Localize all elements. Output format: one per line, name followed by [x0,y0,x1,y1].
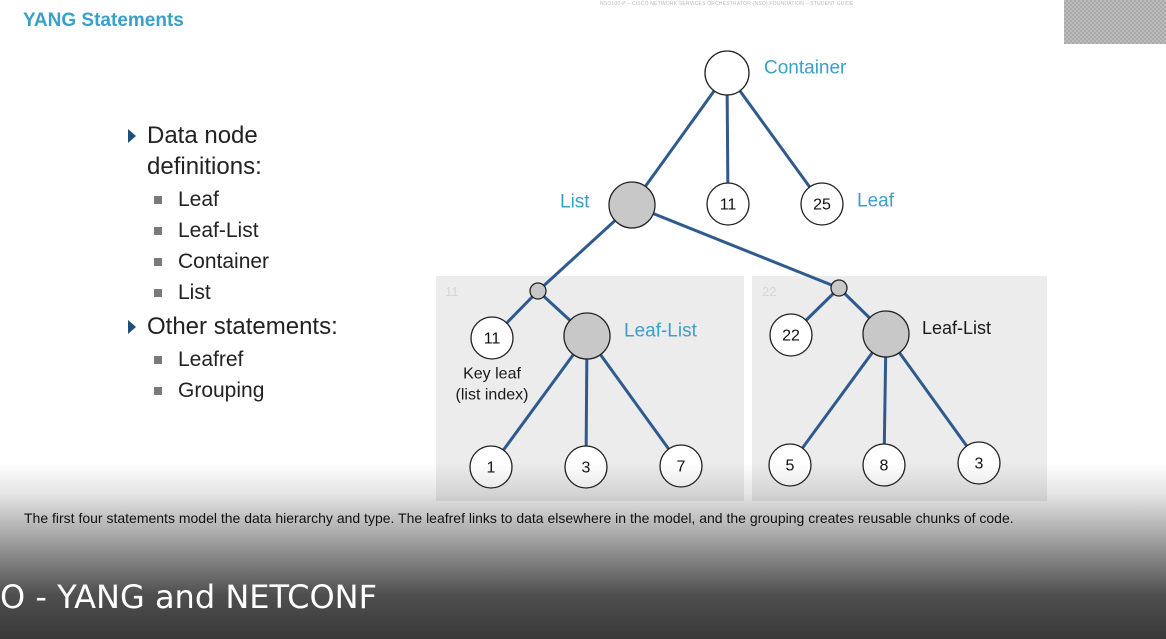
slide-caption: The first four statements model the data… [24,510,1014,526]
subbullet-leafref: Leafref [154,347,243,373]
player-overlay-gradient [0,462,1166,639]
key-leaf-node-22 [769,313,813,357]
key-leaf-label: Key leaf [463,366,521,383]
key-leaf-sublabel: (list index) [456,387,529,404]
edge-leaflist1-1 [489,335,589,468]
triangle-bullet-icon [128,320,136,334]
list-label: List [560,192,590,213]
bullet-other-statements: Other statements: [128,311,358,342]
leaflist-label-2: Leaf-List [922,318,991,338]
leaf-value-11: 11 [720,197,737,214]
edge-leaflist2-5 [788,333,888,466]
list-node [608,181,656,229]
square-bullet-icon [154,387,162,395]
square-bullet-icon [154,196,162,204]
leaf-node-25 [800,182,844,226]
edge-leaflist1-7 [585,335,683,467]
leaflist-node-2 [862,310,910,358]
leaflist-label-1: Leaf-List [624,321,698,342]
key-value-22: 22 [782,328,800,345]
panel-number-1: 11 [445,284,459,299]
square-bullet-icon [154,227,162,235]
key-leaf-node-11 [470,316,514,360]
panel-number-2: 22 [762,284,777,299]
bullet-data-node-definitions: Data node definitions: [128,120,358,182]
slide-title: YANG Statements [23,10,184,31]
subbullet-list: List [154,280,211,306]
leaflist-node-1 [563,312,611,360]
edge-leaflist2-3 [884,333,981,464]
edge-container-leaf25 [725,72,824,205]
video-title: O - YANG and NETCONF [0,578,378,616]
container-node [704,50,750,96]
leaf-label: Leaf [857,191,895,212]
square-bullet-icon [154,289,162,297]
edge-container-list [630,72,729,206]
subbullet-leaf-list: Leaf-List [154,218,259,244]
square-bullet-icon [154,356,162,364]
list-entry-node-1 [529,282,547,300]
square-bullet-icon [154,258,162,266]
subbullet-leaf: Leaf [154,187,219,213]
subbullet-grouping: Grouping [154,378,264,404]
triangle-bullet-icon [128,129,136,143]
leaf-value-25: 25 [813,197,831,214]
list-entry-node-2 [830,279,848,297]
key-value-11: 11 [484,331,501,348]
leaf-node-11 [706,182,750,226]
subbullet-container: Container [154,249,269,275]
edge-list-entry2 [631,203,840,290]
video-thumbnail[interactable] [1064,0,1166,44]
header-note: NSO100-P – CISCO NETWORK SERVICES ORCHES… [600,1,854,7]
container-label: Container [764,58,847,79]
